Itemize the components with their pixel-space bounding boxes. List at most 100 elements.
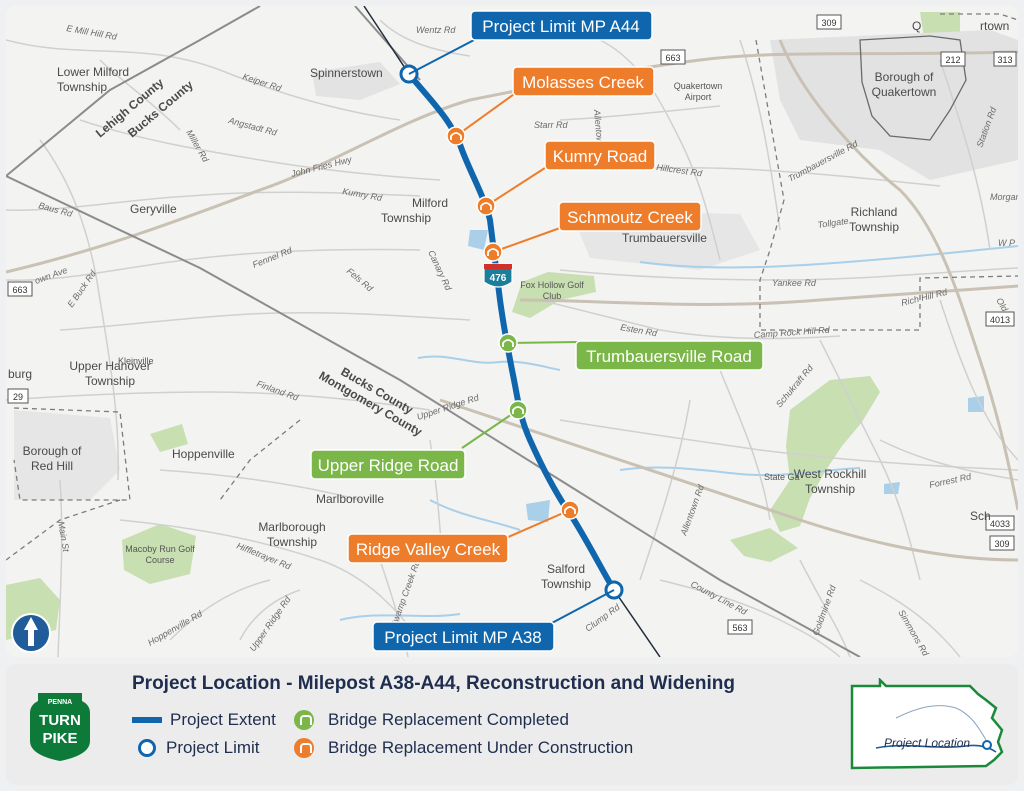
bridge-marker-upper-ridge-road[interactable]	[508, 400, 528, 420]
svg-text:Project Limit MP A38: Project Limit MP A38	[384, 628, 541, 647]
macoby-golf-area	[122, 524, 196, 584]
place-kleinville: Kleinville	[118, 356, 154, 366]
route-shield-313: 313	[993, 51, 1017, 67]
callout-schmoutz-creek[interactable]: Schmoutz Creek	[558, 201, 702, 232]
bridge-marker-molasses-creek[interactable]	[446, 126, 466, 146]
bridge-marker-ridge-valley-creek[interactable]	[560, 500, 580, 520]
bridge-icon	[564, 506, 576, 514]
svg-text:Kumry Road: Kumry Road	[553, 147, 647, 166]
creek	[619, 466, 861, 477]
route-shield-4033: 4033	[985, 515, 1015, 531]
svg-text:309: 309	[821, 18, 836, 28]
road-w-p: W P	[998, 238, 1015, 248]
legend-bridge-completed-label: Bridge Replacement Completed	[328, 710, 569, 729]
creek	[639, 245, 1018, 269]
quakertown-area	[770, 30, 1018, 180]
map-canvas[interactable]: 476 309 663 212 313 663 4013 29 4033 309…	[6, 6, 1018, 657]
road-wentz: Wentz Rd	[416, 25, 456, 35]
place-hoppenville: Hoppenville	[172, 447, 235, 461]
callout-upper-ridge-road[interactable]: Upper Ridge Road	[310, 449, 466, 480]
spinnerstown-area	[312, 62, 400, 100]
map-panel[interactable]: 476 309 663 212 313 663 4013 29 4033 309…	[6, 6, 1018, 657]
water	[968, 396, 984, 412]
callout-kumry-road[interactable]: Kumry Road	[544, 140, 656, 171]
svg-text:PIKE: PIKE	[42, 730, 77, 747]
route-shield-663-left: 663	[7, 281, 33, 297]
minor-roads	[6, 19, 1018, 657]
svg-text:476: 476	[490, 273, 507, 284]
svg-text:4013: 4013	[990, 315, 1010, 325]
project-extent-swatch	[132, 717, 162, 723]
bridge-icon	[450, 132, 462, 140]
bridge-icon	[512, 406, 524, 414]
legend-project-limit-label: Project Limit	[166, 738, 260, 757]
place-morgan-creek: Morgan	[990, 192, 1018, 202]
route-shield-309-bottom: 309	[989, 535, 1015, 551]
pennsylvania-inset-map: Project Location	[850, 678, 1004, 770]
route-shield-663-top: 663	[660, 49, 686, 65]
route-shield-29: 29	[7, 388, 29, 404]
quakertown-borough-boundary	[859, 35, 967, 141]
road-tollgate: Tollgate	[817, 216, 849, 230]
project-limit-swatch	[138, 739, 156, 757]
place-burg: burg	[8, 367, 32, 381]
svg-text:29: 29	[13, 392, 23, 402]
svg-text:PENNA: PENNA	[48, 699, 73, 706]
legend-project-extent: Project Extent	[132, 710, 276, 730]
bridge-marker-schmoutz-creek[interactable]	[483, 242, 503, 262]
bridge-under-construction-icon	[294, 738, 314, 758]
callout-trumbauersville-road[interactable]: Trumbauersville Road	[575, 340, 764, 371]
svg-text:Schmoutz Creek: Schmoutz Creek	[567, 208, 693, 227]
township-boundaries	[6, 13, 1018, 561]
svg-text:313: 313	[997, 55, 1012, 65]
state-game-lands-area	[770, 376, 880, 532]
creek	[429, 499, 521, 531]
legend-panel	[6, 664, 1018, 785]
water	[468, 230, 488, 250]
callout-project-limit-north[interactable]: Project Limit MP A44	[470, 10, 653, 41]
bridge-marker-kumry-road[interactable]	[476, 196, 496, 216]
legend-project-limit: Project Limit	[132, 738, 260, 758]
inset-label: Project Location	[884, 736, 970, 750]
green-area	[730, 528, 798, 562]
svg-text:Project Limit MP A44: Project Limit MP A44	[482, 17, 639, 36]
county-line-bucks-montgomery	[6, 175, 861, 657]
inset-location-marker	[982, 740, 992, 750]
callout-ridge-valley-creek[interactable]: Ridge Valley Creek	[347, 533, 509, 564]
svg-text:663: 663	[12, 285, 27, 295]
place-quakertown: Q	[912, 19, 921, 33]
legend-bridge-under-construction-label: Bridge Replacement Under Construction	[328, 738, 634, 757]
svg-text:TURN: TURN	[39, 712, 81, 729]
callout-leaders	[408, 39, 615, 625]
callout-molasses-creek[interactable]: Molasses Creek	[512, 66, 655, 97]
route-shield-212: 212	[940, 51, 966, 67]
legend-title: Project Location - Milepost A38-A44, Rec…	[132, 673, 735, 694]
fox-hollow-golf-area	[512, 272, 596, 318]
svg-text:309: 309	[994, 539, 1009, 549]
bridge-icon	[502, 339, 514, 347]
place-marlboroville: Marlboroville	[316, 492, 384, 506]
svg-text:Molasses Creek: Molasses Creek	[522, 73, 644, 92]
red-hill-area	[14, 410, 120, 500]
county-line-lehigh-bucks	[6, 6, 261, 177]
route-shield-563: 563	[727, 619, 753, 635]
pa-turnpike-logo: PENNA TURN PIKE	[30, 693, 90, 761]
place-geryville: Geryville	[130, 202, 177, 216]
water	[526, 500, 550, 522]
major-roads	[6, 39, 1018, 562]
bridge-icon	[480, 202, 492, 210]
bridge-marker-trumbauersville-road[interactable]	[498, 333, 518, 353]
callout-project-limit-south[interactable]: Project Limit MP A38	[372, 621, 555, 652]
